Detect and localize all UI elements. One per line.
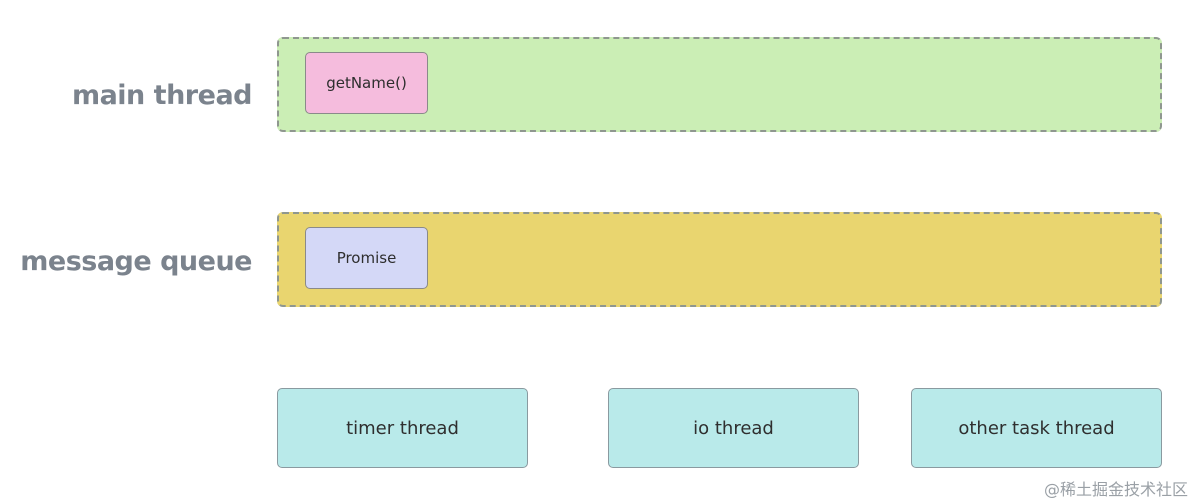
message-queue-label: message queue — [20, 246, 252, 277]
watermark: @稀土掘金技术社区 — [1043, 480, 1188, 499]
io-thread-box: io thread — [608, 388, 859, 468]
other-task-thread-box: other task thread — [911, 388, 1162, 468]
getname-task: getName() — [305, 52, 428, 114]
message-queue-lane: Promise — [277, 212, 1162, 307]
timer-thread-box: timer thread — [277, 388, 528, 468]
main-thread-lane: getName() — [277, 37, 1162, 132]
promise-task: Promise — [305, 227, 428, 289]
main-thread-label: main thread — [71, 80, 253, 111]
